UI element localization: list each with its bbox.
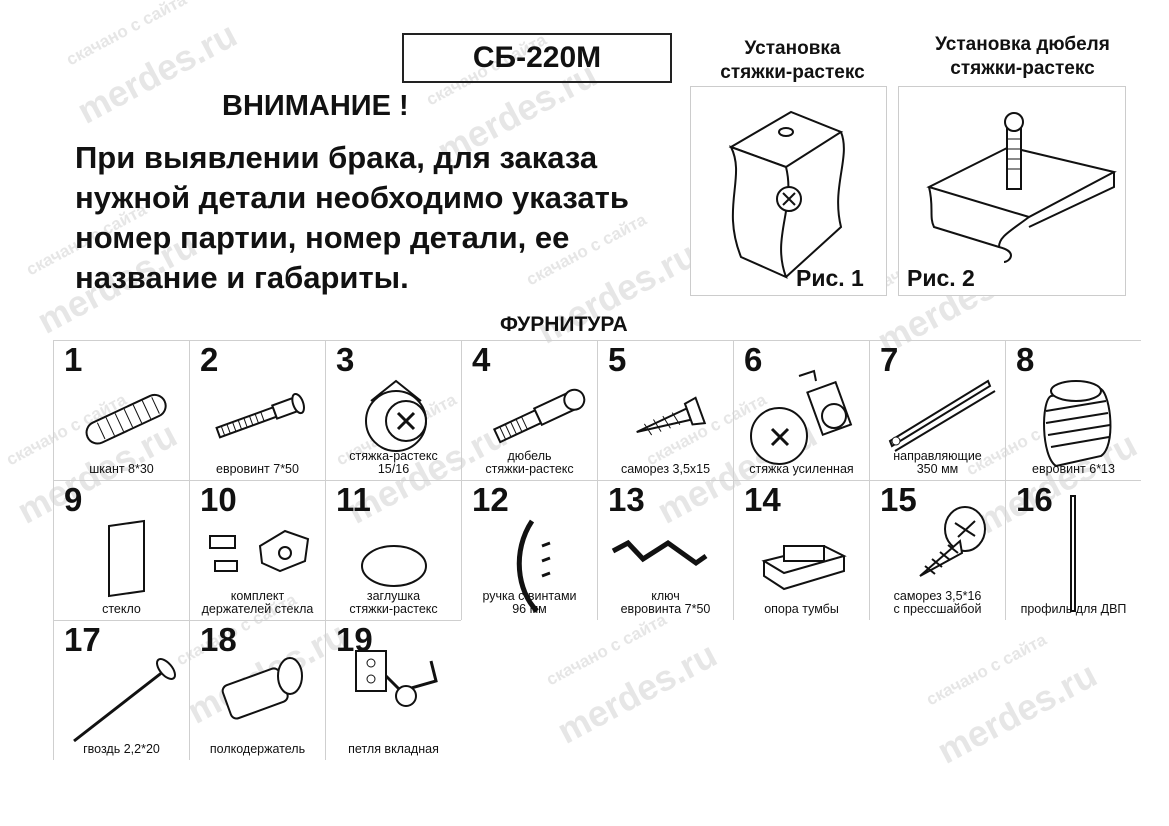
figure-1-title: Установка стяжки-растекс (720, 38, 865, 83)
part-label: стяжка-растекс 15/16 (349, 449, 438, 476)
nail-icon (73, 658, 176, 743)
part-cell: 4 дюбель стяжки-растекс (461, 340, 597, 480)
part-cell: 13 ключ евровинта 7*50 (597, 480, 733, 620)
warning-text: При выявлении брака, для заказа нужной д… (75, 140, 629, 295)
glass-icon (108, 519, 145, 598)
warning-title: ВНИМАНИЕ ! (222, 90, 409, 122)
part-label: ключ евровинта 7*50 (620, 589, 711, 616)
part-number: 12 (472, 481, 509, 518)
part-number: 4 (472, 341, 491, 378)
cap-icon (361, 545, 427, 587)
part-number: 17 (64, 621, 101, 658)
part-number: 15 (880, 481, 917, 518)
drawer-rail-icon (888, 379, 996, 452)
part-cell: 8 евровинт 6*13 (1005, 340, 1141, 480)
part-cell: 18 полкодержатель (189, 620, 325, 760)
part-cell: 14 опора тумбы (733, 480, 869, 620)
part-cell: 17 гвоздь 2,2*20 (53, 620, 189, 760)
part-label: полкодержатель (209, 742, 306, 756)
watermark-line1: скачано с сайта (63, 0, 190, 70)
part-cell: 19 петля вкладная (325, 620, 461, 760)
hinge-icon (355, 650, 438, 707)
figure-2-title: Установка дюбеля стяжки-растекс (935, 34, 1110, 79)
part-label: гвоздь 2,2*20 (83, 742, 160, 756)
part-label: опора тумбы (764, 602, 839, 616)
part-cell: 6 стяжка усиленная (733, 340, 869, 480)
part-cell: 12 ручка с винтами 96 мм (461, 480, 597, 620)
part-cell: 5 саморез 3,5х15 (597, 340, 733, 480)
model-code: СБ-220М (402, 33, 672, 83)
part-cell: 15 саморез 3,5*16 с прессшайбой (869, 480, 1005, 620)
cam-dowel-icon (492, 388, 586, 444)
part-cell: 3 стяжка-растекс 15/16 (325, 340, 461, 480)
shelf-pin-icon (221, 657, 303, 720)
part-number: 5 (608, 341, 627, 378)
part-number: 11 (336, 481, 371, 518)
cam-lock-icon (365, 379, 427, 452)
part-label: дюбель стяжки-растекс (485, 449, 574, 476)
cam-dowel-install-icon (926, 112, 1117, 263)
part-cell: 7 направляющие 350 мм (869, 340, 1005, 480)
part-number: 8 (1016, 341, 1035, 378)
section-title: ФУРНИТУРА (500, 313, 628, 336)
part-label: стяжка усиленная (749, 462, 854, 476)
part-label: стекло (102, 602, 141, 616)
part-cell: 1 шкант 8*30 (53, 340, 189, 480)
part-number: 16 (1016, 481, 1053, 518)
part-number: 2 (200, 341, 219, 378)
euroscrew-icon (215, 392, 305, 439)
glass-holder-icon (209, 529, 310, 573)
parts-grid: 1 шкант 8*30 2 евровинт 7*50 3 стяжка-растекс… (53, 340, 1143, 765)
part-label: евровинт 6*13 (1032, 462, 1115, 476)
part-label: петля вкладная (348, 742, 439, 756)
handle-icon (516, 519, 551, 613)
part-number: 10 (200, 481, 237, 518)
reinforced-cam-icon (750, 369, 853, 465)
figure-2: Рис. 2 (898, 86, 1126, 296)
part-label: евровинт 7*50 (216, 462, 299, 476)
part-cell: 16 профиль для ДВП (1005, 480, 1141, 620)
part-number: 18 (200, 621, 237, 658)
part-number: 1 (64, 341, 83, 378)
screw-icon (636, 396, 707, 436)
part-number: 14 (744, 481, 781, 518)
watermark-line2: merdes.ru (70, 13, 244, 132)
part-number: 19 (336, 621, 373, 658)
part-label: заглушка стяжки-растекс (349, 589, 438, 616)
part-label: профиль для ДВП (1020, 602, 1127, 616)
part-label: направляющие 350 мм (893, 449, 982, 476)
profile-icon (1070, 495, 1076, 612)
figure-1-caption: Рис. 1 (796, 265, 864, 291)
part-cell: 9 стекло (53, 480, 189, 620)
part-cell: 10 комплект держателей стекла (189, 480, 325, 620)
dowel-icon (85, 393, 167, 445)
part-cell: 2 евровинт 7*50 (189, 340, 325, 480)
hex-key-icon (611, 539, 708, 567)
part-label: шкант 8*30 (89, 462, 154, 476)
euroscrew-short-icon (1043, 380, 1112, 468)
part-number: 6 (744, 341, 763, 378)
part-number: 13 (608, 481, 645, 518)
part-number: 3 (336, 341, 355, 378)
part-label: комплект держателей стекла (201, 589, 314, 616)
part-cell: 11 заглушка стяжки-растекс (325, 480, 461, 620)
part-number: 9 (64, 481, 83, 518)
support-icon (761, 544, 847, 591)
part-label: ручка с винтами 96 мм (482, 589, 577, 616)
figure-1: Рис. 1 (690, 86, 887, 296)
washer-screw-icon (919, 506, 986, 577)
cam-lock-install-icon (728, 110, 845, 279)
part-label: саморез 3,5х15 (620, 462, 711, 476)
figure-2-caption: Рис. 2 (907, 265, 975, 291)
part-number: 7 (880, 341, 899, 378)
part-label: саморез 3,5*16 с прессшайбой (893, 589, 982, 616)
